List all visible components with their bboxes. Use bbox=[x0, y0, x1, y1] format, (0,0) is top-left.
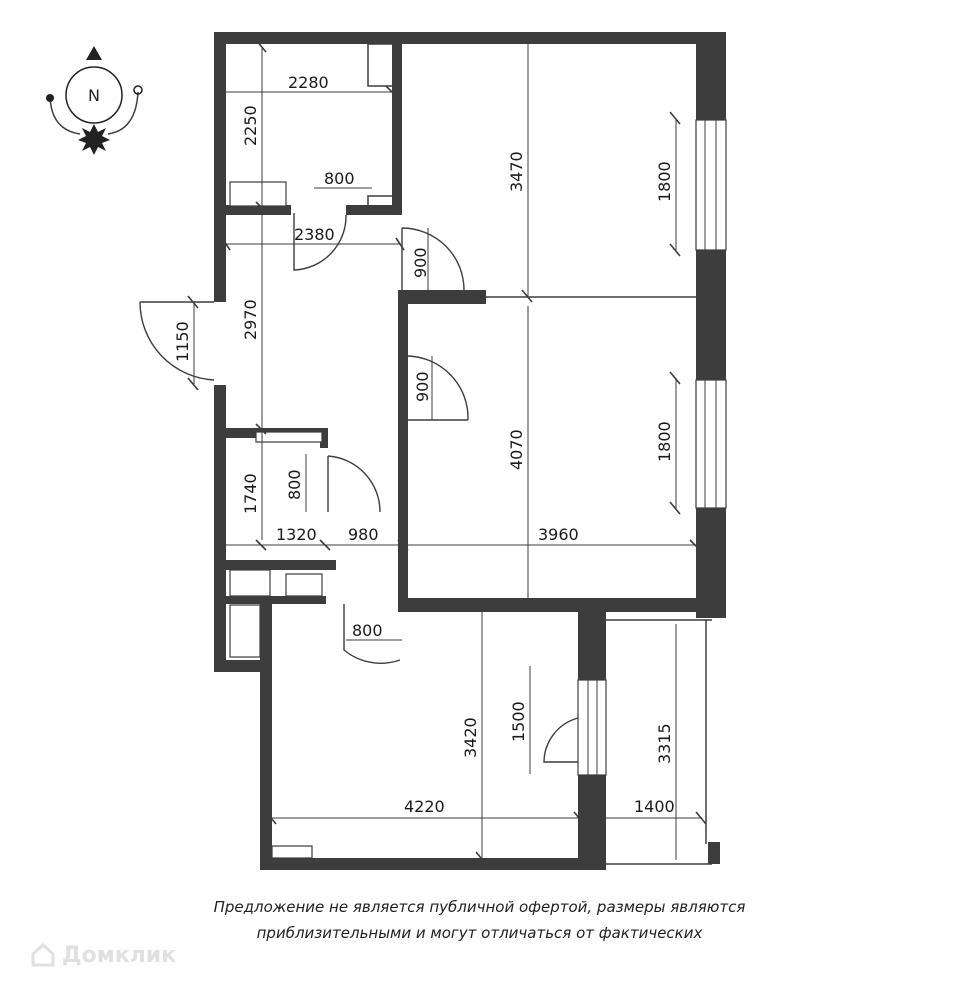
watermark: Домклик bbox=[30, 942, 176, 968]
appliance-box bbox=[229, 569, 271, 597]
vent-unit-wc bbox=[255, 431, 323, 443]
watermark-text: Домклик bbox=[62, 942, 177, 968]
entrance-door-swing bbox=[139, 301, 215, 381]
dim-living-door: 800 bbox=[352, 621, 383, 640]
dim-living-height: 3420 bbox=[461, 717, 480, 758]
disclaimer-line-1: Предложение не является публичной оферто… bbox=[213, 898, 746, 916]
walls bbox=[214, 32, 726, 870]
dim-bedroom2-height: 4070 bbox=[507, 429, 526, 470]
dim-bedroom-width: 3960 bbox=[538, 525, 579, 544]
house-icon bbox=[31, 942, 55, 967]
bath-door-swing bbox=[293, 213, 347, 271]
bedroom1-window bbox=[695, 119, 727, 251]
disclaimer-line-2: приблизительными и могут отличаться от ф… bbox=[256, 924, 703, 942]
wc-door-swing bbox=[327, 455, 381, 513]
dim-balcony-height: 3315 bbox=[655, 723, 674, 764]
dim-corridor-width: 980 bbox=[348, 525, 379, 544]
dim-wc-door: 800 bbox=[285, 469, 304, 500]
bedroom2-window bbox=[695, 379, 727, 509]
dim-wc-height: 1740 bbox=[241, 473, 260, 514]
living-door-swing bbox=[343, 604, 401, 664]
bedroom1-door-swing bbox=[401, 227, 465, 291]
living-window bbox=[577, 679, 607, 776]
thin-partitions bbox=[367, 43, 712, 865]
dim-living-window: 1500 bbox=[509, 701, 528, 742]
dim-balcony-width: 1400 bbox=[634, 797, 675, 816]
dim-bedroom1-window: 1800 bbox=[655, 161, 674, 202]
dimension-labels: 2280 2250 800 2380 2970 1150 900 900 347… bbox=[173, 73, 675, 816]
radiator bbox=[271, 845, 313, 859]
balcony-door-swing bbox=[543, 717, 579, 763]
dim-bedroom2-door: 900 bbox=[413, 371, 432, 402]
dim-wc-width: 1320 bbox=[276, 525, 317, 544]
dim-entrance-door: 1150 bbox=[173, 321, 192, 362]
windows bbox=[229, 119, 727, 859]
dim-bedroom1-door: 900 bbox=[411, 247, 430, 278]
vent-unit-top bbox=[229, 181, 287, 207]
north-label: N bbox=[88, 86, 100, 105]
north-arrow-icon bbox=[86, 46, 102, 60]
dim-living-width: 4220 bbox=[404, 797, 445, 816]
dim-hall-width: 2380 bbox=[294, 225, 335, 244]
doors bbox=[139, 213, 579, 763]
dim-hall-top-width: 2280 bbox=[288, 73, 329, 92]
dim-bath-door: 800 bbox=[324, 169, 355, 188]
dim-hall-top-height: 2250 bbox=[241, 105, 260, 146]
compass: N bbox=[46, 46, 143, 155]
appliance-box-2 bbox=[285, 573, 323, 597]
dimension-lines bbox=[187, 39, 707, 865]
sun-icon bbox=[78, 124, 110, 155]
bedroom2-door-swing bbox=[405, 355, 469, 421]
dim-bedroom1-height: 3470 bbox=[507, 151, 526, 192]
appliance-box-3 bbox=[229, 604, 261, 658]
dim-bedroom2-window: 1800 bbox=[655, 421, 674, 462]
dim-hall-height: 2970 bbox=[241, 299, 260, 340]
